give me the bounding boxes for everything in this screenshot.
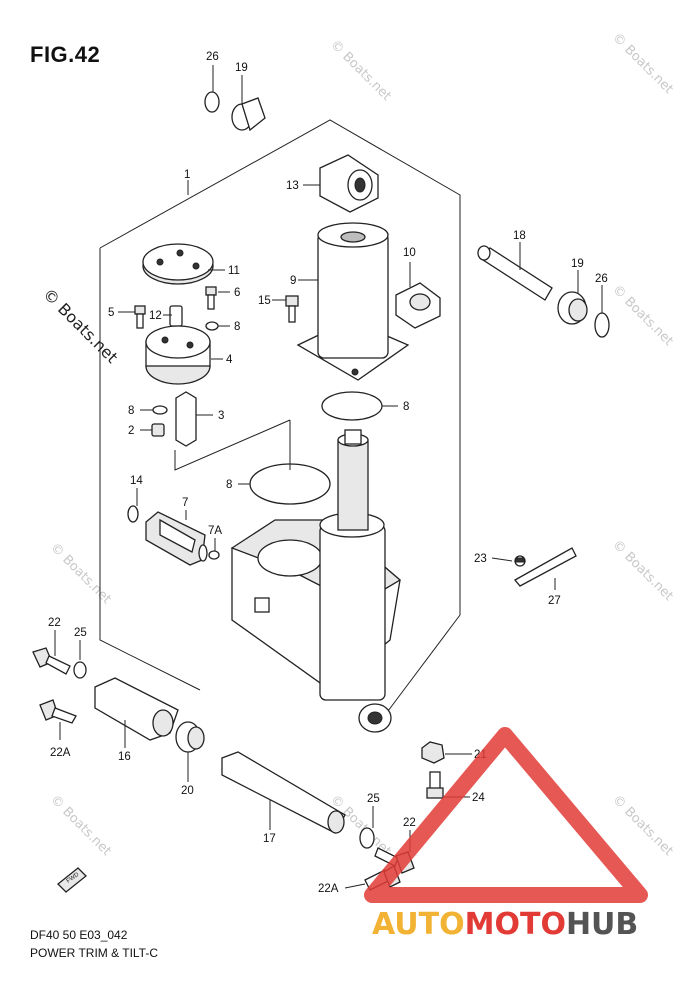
- fwd-arrow-icon: FWD: [57, 867, 87, 893]
- callout-19: 19: [235, 62, 248, 74]
- callout-8: 8: [128, 405, 134, 417]
- valve-3: [175, 391, 197, 447]
- callout-2: 2: [128, 425, 134, 437]
- callout-13: 13: [286, 180, 299, 192]
- callout-22A: 22A: [50, 747, 71, 759]
- o-rings-8: [152, 321, 219, 415]
- callout-labels: 26 19 1 13 18 19 26 10 9 15 11 6 5 12 8 …: [48, 51, 608, 895]
- callout-24: 24: [472, 792, 485, 804]
- callout-11: 11: [228, 265, 240, 277]
- watermark-text: © Boats.net: [47, 792, 114, 859]
- callout-26: 26: [206, 51, 219, 63]
- callout-22: 22: [403, 817, 416, 829]
- watermark-text: © Boats.net: [609, 282, 676, 349]
- callout-5: 5: [108, 307, 114, 319]
- circlip-14: [127, 505, 139, 523]
- callout-22A: 22A: [318, 883, 339, 895]
- shaft-18: [477, 245, 553, 301]
- bracket-27: [514, 547, 577, 587]
- callout-leaders: [54, 65, 603, 889]
- screw-6: [205, 286, 217, 310]
- brand-auto: AUTOMOTOHUB: [372, 907, 638, 942]
- callout-10: 10: [403, 247, 416, 259]
- figure-title: FIG.42: [30, 42, 101, 67]
- valve-7: [145, 511, 220, 566]
- nut-21: [421, 741, 445, 764]
- callout-17: 17: [263, 833, 276, 845]
- trim-motor: [296, 222, 410, 381]
- callout-7: 7: [182, 497, 188, 509]
- bushing-13: [319, 154, 379, 213]
- callout-25: 25: [74, 627, 87, 639]
- pipe-17: [221, 751, 346, 834]
- callout-7A: 7A: [208, 525, 222, 537]
- callout-23: 23: [474, 553, 487, 565]
- diagram-caption: POWER TRIM & TILT-C: [30, 946, 159, 960]
- watermark-text: © Boats.net: [327, 37, 394, 104]
- valve-10: [395, 282, 441, 329]
- plunger-12: [169, 305, 183, 327]
- callout-14: 14: [130, 475, 143, 487]
- watermark-text: © Boats.net: [609, 792, 676, 859]
- callout-20: 20: [181, 785, 194, 797]
- screw-5: [134, 305, 146, 329]
- watermark-text: © Boats.net: [47, 540, 114, 607]
- callout-22: 22: [48, 617, 61, 629]
- callout-12: 12: [149, 310, 162, 322]
- callout-3: 3: [218, 410, 224, 422]
- callout-6: 6: [234, 287, 240, 299]
- screw-15: [285, 295, 299, 323]
- bush-19-right: [557, 291, 610, 338]
- model-code: DF40 50 E03_042: [30, 928, 128, 942]
- collar-16: [94, 677, 179, 741]
- callout-1: 1: [184, 169, 190, 181]
- leader-lines: [174, 419, 291, 471]
- bolt-22A-left: [39, 699, 77, 724]
- cover-11: [142, 243, 214, 285]
- callout-26: 26: [595, 273, 608, 285]
- callout-8: 8: [226, 479, 232, 491]
- callout-15: 15: [258, 295, 271, 307]
- brand-triangle: [364, 727, 648, 903]
- assembly-outline: [99, 119, 461, 716]
- plug-2: [151, 423, 165, 437]
- o-ring-8-large: [249, 391, 383, 505]
- callout-18: 18: [513, 230, 526, 242]
- bolt-22-left: [32, 647, 87, 679]
- callout-4: 4: [226, 354, 233, 366]
- bush-19-top: [204, 91, 266, 132]
- callout-9: 9: [290, 275, 296, 287]
- watermark-text: © Boats.net: [609, 537, 676, 604]
- callout-8: 8: [234, 321, 240, 333]
- callout-19: 19: [571, 258, 584, 270]
- callout-16: 16: [118, 751, 131, 763]
- watermark-text-strong: © Boats.net: [39, 284, 121, 366]
- brand-logo: AUTOMOTOHUB: [364, 727, 686, 942]
- callout-27: 27: [548, 595, 561, 607]
- watermark-text: © Boats.net: [609, 30, 676, 97]
- pump-4: [145, 325, 211, 385]
- callout-25: 25: [367, 793, 380, 805]
- bolt-24: [426, 771, 444, 799]
- callout-8: 8: [403, 401, 409, 413]
- bush-20: [175, 721, 205, 753]
- tilt-cylinder: [230, 429, 402, 733]
